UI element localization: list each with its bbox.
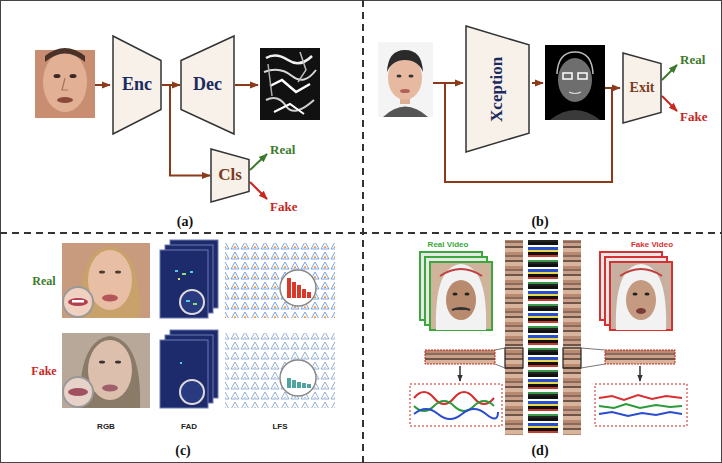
exit-block: Exit	[622, 52, 662, 124]
fad-maps-fake	[160, 330, 218, 408]
panel-tag: (a)	[177, 214, 193, 230]
block-label: Exit	[630, 80, 655, 95]
flow-arrow	[433, 82, 463, 84]
column-label: RGB	[97, 422, 115, 431]
real-video-frames	[420, 252, 492, 330]
output-arrow	[662, 65, 677, 80]
input-face-photo	[378, 42, 433, 117]
column-label: LFS	[272, 422, 287, 431]
classifier-block: Cls	[210, 148, 250, 203]
flow-arrow	[235, 84, 258, 86]
row-label: Fake	[31, 365, 56, 379]
panel-tag: (c)	[175, 443, 191, 459]
panel-tag: (b)	[531, 214, 548, 230]
divider-line	[362, 0, 364, 463]
flow-arrow	[95, 84, 110, 86]
video-label: Real Video	[428, 240, 469, 249]
encoder-block: Enc	[112, 35, 162, 135]
signal-plot-real	[410, 384, 502, 426]
block-label: Cls	[218, 166, 242, 185]
panel-tag: (d)	[531, 443, 548, 459]
divider-line	[0, 232, 722, 234]
spatio-temporal-map	[495, 240, 605, 435]
row-label: Real	[32, 275, 55, 289]
decoder-output-map	[260, 48, 320, 120]
fake-video-frames	[600, 252, 672, 330]
output-label: Real	[680, 53, 705, 68]
rgb-face-fake	[62, 333, 150, 408]
pixel-strip	[605, 350, 675, 364]
output-arrow	[662, 96, 677, 111]
artifact-mask-image	[545, 45, 605, 120]
signal-plot-fake	[595, 384, 687, 426]
backbone-block: Xception	[465, 25, 530, 153]
output-label: Real	[270, 143, 295, 158]
block-label: Xception	[488, 56, 507, 121]
leader-arrow	[459, 366, 461, 381]
block-label: Dec	[193, 75, 222, 95]
output-label: Fake	[270, 200, 297, 215]
decoder-block: Dec	[180, 35, 235, 135]
input-face-photo	[35, 48, 95, 118]
block-label: Enc	[122, 75, 152, 95]
leader-arrow	[639, 366, 641, 381]
flow-arrow	[605, 87, 620, 89]
output-arrow	[250, 154, 267, 170]
pixel-strip	[425, 350, 495, 364]
flow-arrow	[532, 82, 543, 84]
output-label: Fake	[680, 110, 707, 125]
rgb-face-real	[62, 243, 150, 318]
lfs-grid-fake	[225, 333, 335, 408]
lfs-grid-real	[225, 243, 335, 318]
fad-maps-real	[160, 240, 218, 318]
column-label: FAD	[181, 422, 197, 431]
video-label: Fake Video	[631, 240, 673, 249]
output-arrow	[250, 182, 267, 199]
